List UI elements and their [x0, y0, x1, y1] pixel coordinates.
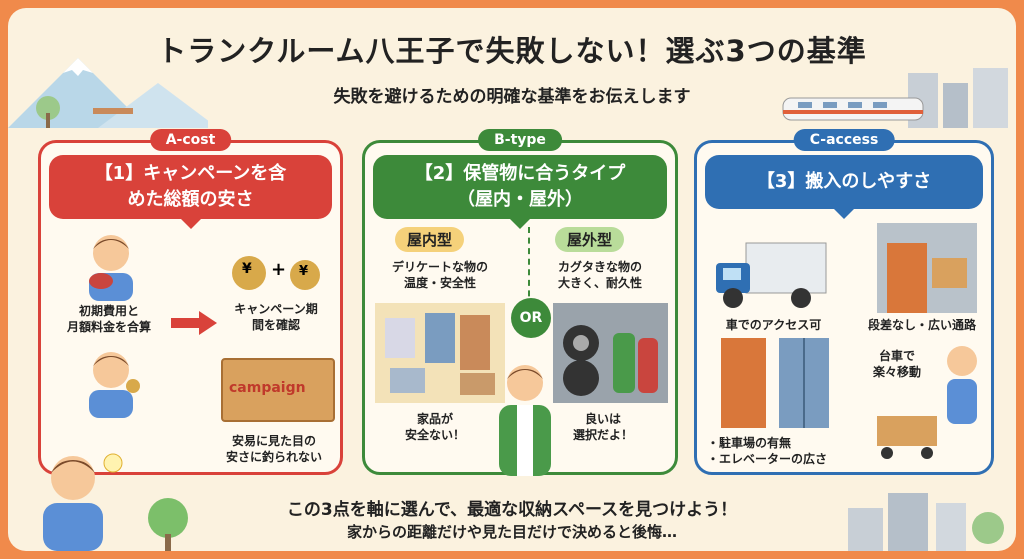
storage-unit-icon [877, 223, 977, 313]
type-tag: B-type [478, 129, 562, 151]
yen-symbol-2: ¥ [299, 264, 309, 279]
person-wallet-icon [89, 235, 133, 301]
access-item-checklist: ・駐車場の有無 ・エレベーターの広さ [707, 436, 828, 466]
cost-heading-line2: めた総額の安さ [127, 189, 254, 210]
thinking-person-icon [43, 453, 123, 551]
footer-warning: 家からの距離だけや見た目だけで決めると後悔… [346, 523, 677, 541]
criterion-type-panel: B-type 【2】保管物に合うタイプ （屋内・屋外） 屋内型 デリケートな物の… [362, 129, 678, 476]
access-tag: C-access [793, 129, 895, 151]
access-item-cart: 台車で 楽々移動 [872, 349, 921, 379]
access-item-car: 車でのアクセス可 [725, 318, 822, 332]
guide-person-icon [499, 365, 551, 476]
indoor-type-description: デリケートな物の 温度・安全性 [391, 260, 488, 290]
outdoor-type-description: カグタきな物の 大きく、耐久性 [557, 260, 642, 290]
tree-icon [148, 498, 188, 551]
type-heading-line2: （屋内・屋外） [457, 189, 583, 210]
indoor-type-label: 屋内型 [395, 227, 465, 252]
truck-icon [716, 242, 827, 308]
plus-symbol: + [271, 259, 287, 280]
outdoor-speech-bubble: 良いは 選択だよ！ [572, 412, 633, 442]
page-subtitle: 失敗を避けるための明確な基準をお伝えします [333, 87, 691, 107]
type-divider [528, 227, 530, 307]
access-item-path: 段差なし・広い通路 [867, 318, 976, 332]
footer-message: この3点を軸に選んで、最適な収納スペースを見つけよう！ [286, 500, 738, 520]
campaign-box-label: campaign [229, 380, 306, 396]
mountain-scenery [8, 58, 208, 128]
money-bags-icon: ¥ + ¥ [227, 243, 327, 293]
criterion-access-panel: C-access 【3】搬入のしやすさ 車でのアクセス可 段差なし・広い通路 台… [694, 129, 994, 475]
yen-symbol-1: ¥ [242, 261, 252, 277]
indoor-speech-bubble: 家品が 安全ない！ [404, 412, 465, 442]
cart-person-icon [877, 346, 977, 459]
person-coins-icon [89, 352, 140, 418]
city-train-scenery [782, 68, 1008, 128]
cost-note-total: 初期費用と 月額料金を合算 [66, 304, 151, 334]
access-heading: 【3】搬入のしやすさ [705, 155, 983, 219]
criterion-cost-panel: A-cost 【1】キャンペーンを含 めた総額の安さ 初期費用と 月額料金を合算… [38, 129, 343, 475]
arrow-right-icon [171, 311, 217, 335]
outdoor-type-label: 屋外型 [555, 227, 625, 252]
cost-heading-line1: 【1】キャンペーンを含 [94, 163, 287, 184]
campaign-box-icon: campaign [221, 358, 335, 422]
outdoor-storage-icon [553, 303, 668, 403]
city-buildings-icon [848, 493, 1004, 551]
cost-tag: A-cost [149, 129, 232, 151]
cost-note-appearance: 安易に見た目の 安さに釣られない [225, 434, 322, 464]
cost-note-campaign-period: キャンペーン期 間を確認 [234, 302, 318, 332]
indoor-storage-icon [375, 303, 505, 403]
door-elevator-icon [721, 338, 829, 428]
page-title: トランクルーム八王子で失敗しない！選ぶ3つの基準 [157, 34, 867, 68]
type-heading: 【2】保管物に合うタイプ （屋内・屋外） [373, 155, 667, 229]
type-heading-line1: 【2】保管物に合うタイプ [414, 163, 626, 184]
infographic-frame: トランクルーム八王子で失敗しない！選ぶ3つの基準 失敗を避けるための明確な基準を… [8, 8, 1016, 551]
cost-heading: 【1】キャンペーンを含 めた総額の安さ [49, 155, 332, 229]
or-badge: OR [511, 298, 551, 338]
